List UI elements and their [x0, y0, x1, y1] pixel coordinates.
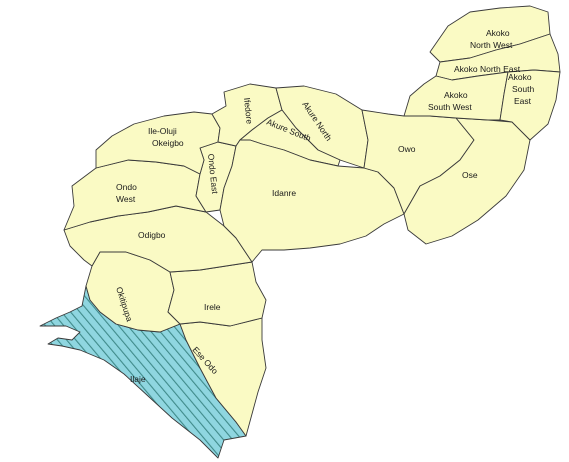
label-akoko-se-line2: South [512, 84, 534, 94]
label-ondo-west-line2: West [116, 194, 136, 204]
label-akoko-nw-line2: North West [470, 40, 513, 50]
label-akoko-se-line3: East [514, 96, 532, 106]
label-akoko-sw-line2: South West [428, 102, 472, 112]
label-ose: Ose [462, 170, 478, 180]
label-ile-oluji-line2: Okeigbo [152, 138, 184, 148]
label-akoko-nw-line1: Akoko [486, 28, 510, 38]
label-ondo-west-line1: Ondo [116, 182, 137, 192]
label-akoko-sw-line1: Akoko [444, 90, 468, 100]
label-owo: Owo [398, 144, 416, 154]
label-irele: Irele [204, 302, 221, 312]
label-akoko-ne: Akoko North East [454, 64, 521, 74]
label-ondo-east: Ondo East [206, 153, 220, 195]
label-ile-oluji-line1: Ile-Oluji [148, 126, 177, 136]
label-odigbo: Odigbo [138, 230, 166, 240]
region-akoko-south-west[interactable] [403, 71, 509, 121]
label-ifedore: Ifedore [242, 97, 255, 125]
region-ile-oluji-okeigbo[interactable] [95, 111, 221, 175]
label-idanre: Idanre [272, 188, 296, 198]
label-akoko-se-line1: Akoko [508, 72, 532, 82]
region-idanre[interactable] [219, 139, 405, 263]
label-ilaje: Ilaje [130, 374, 146, 384]
region-akoko-south-east[interactable] [499, 69, 561, 141]
